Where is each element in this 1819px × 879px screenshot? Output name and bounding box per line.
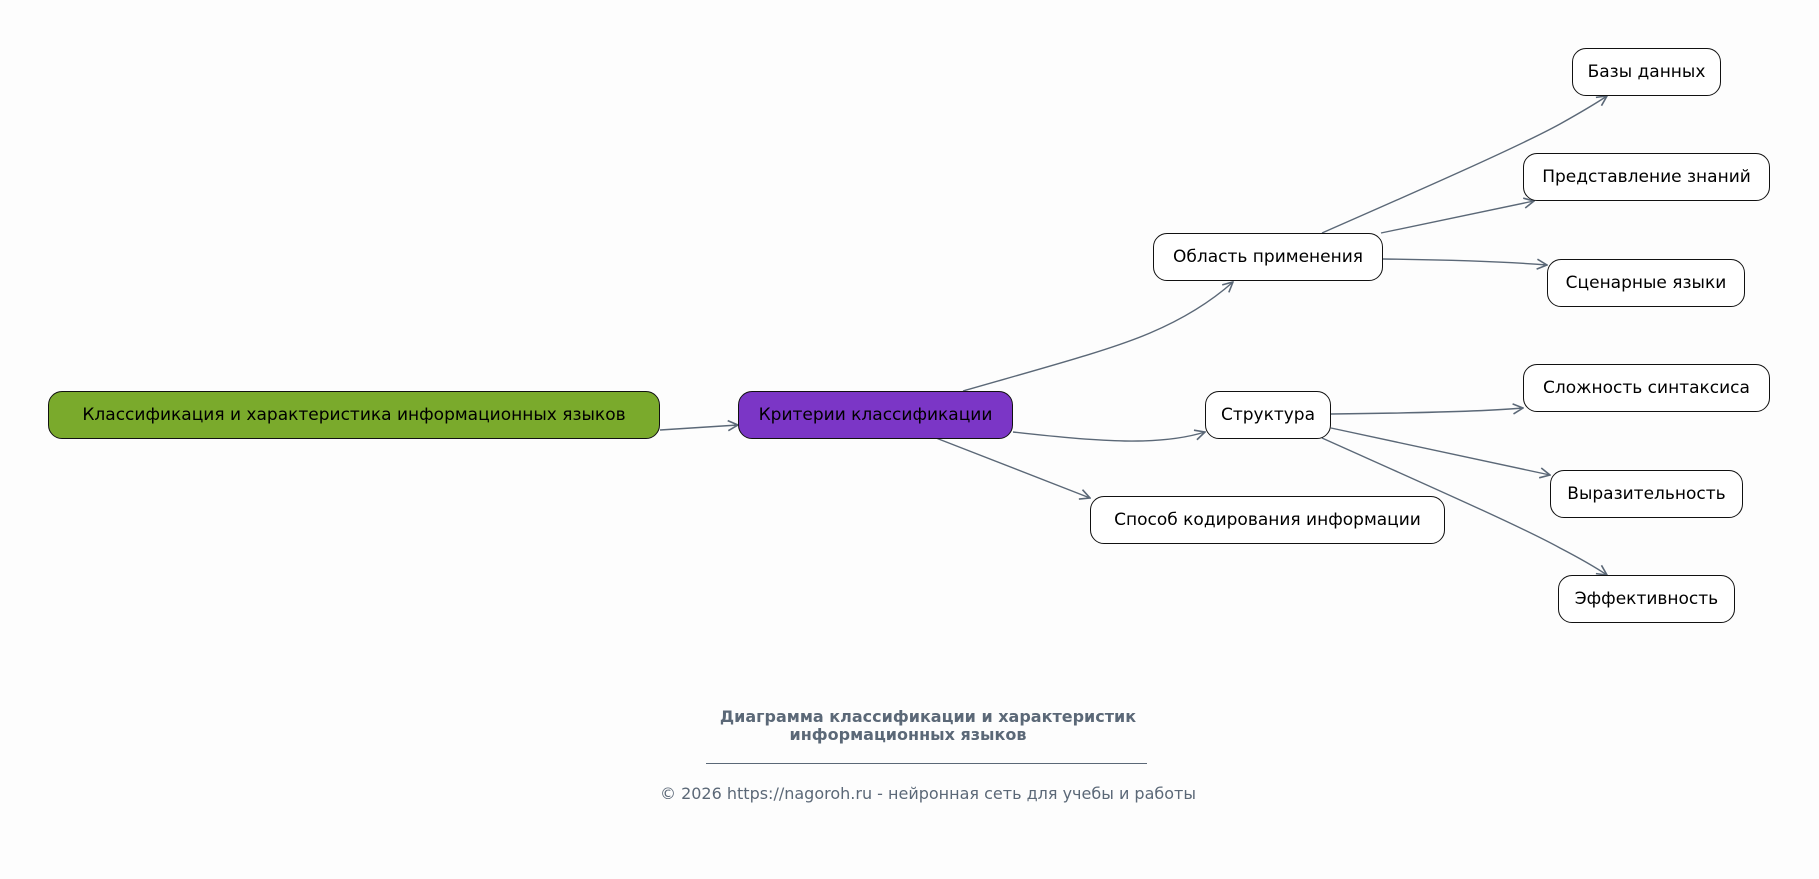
node-databases[interactable]: Базы данных — [1572, 48, 1721, 96]
node-efficiency[interactable]: Эффективность — [1558, 575, 1735, 623]
node-criteria[interactable]: Критерии классификации — [738, 391, 1013, 439]
node-encoding[interactable]: Способ кодирования информации — [1090, 496, 1445, 544]
node-knowledge[interactable]: Представление знаний — [1523, 153, 1770, 201]
node-root[interactable]: Классификация и характеристика информаци… — [48, 391, 660, 439]
node-scope[interactable]: Область применения — [1153, 233, 1383, 281]
node-expressiveness[interactable]: Выразительность — [1550, 470, 1743, 518]
edge-scope-knowledge — [1380, 201, 1534, 234]
title-line-2: информационных языков — [789, 725, 1027, 744]
node-structure[interactable]: Структура — [1205, 391, 1331, 439]
edge-scope-databases — [1321, 96, 1607, 234]
node-scripting[interactable]: Сценарные языки — [1547, 259, 1745, 307]
diagram-title: Диаграмма классификации и характеристик … — [0, 708, 1819, 744]
node-syntax[interactable]: Сложность синтаксиса — [1523, 364, 1770, 412]
edge-criteria-scope — [962, 282, 1233, 392]
footer-copyright: © 2026 https://nagoroh.ru - нейронная се… — [659, 784, 1196, 803]
edge-structure-syntax — [1330, 408, 1523, 415]
edge-root-criteria — [659, 425, 738, 430]
edge-criteria-encoding — [935, 437, 1090, 498]
title-line-1: Диаграмма классификации и характеристик — [719, 707, 1137, 726]
title-divider — [706, 763, 1147, 764]
edge-criteria-structure — [1012, 432, 1205, 442]
edge-structure-efficiency — [1321, 437, 1607, 575]
edge-scope-scripting — [1382, 258, 1547, 265]
edge-structure-expressiveness — [1330, 427, 1550, 475]
